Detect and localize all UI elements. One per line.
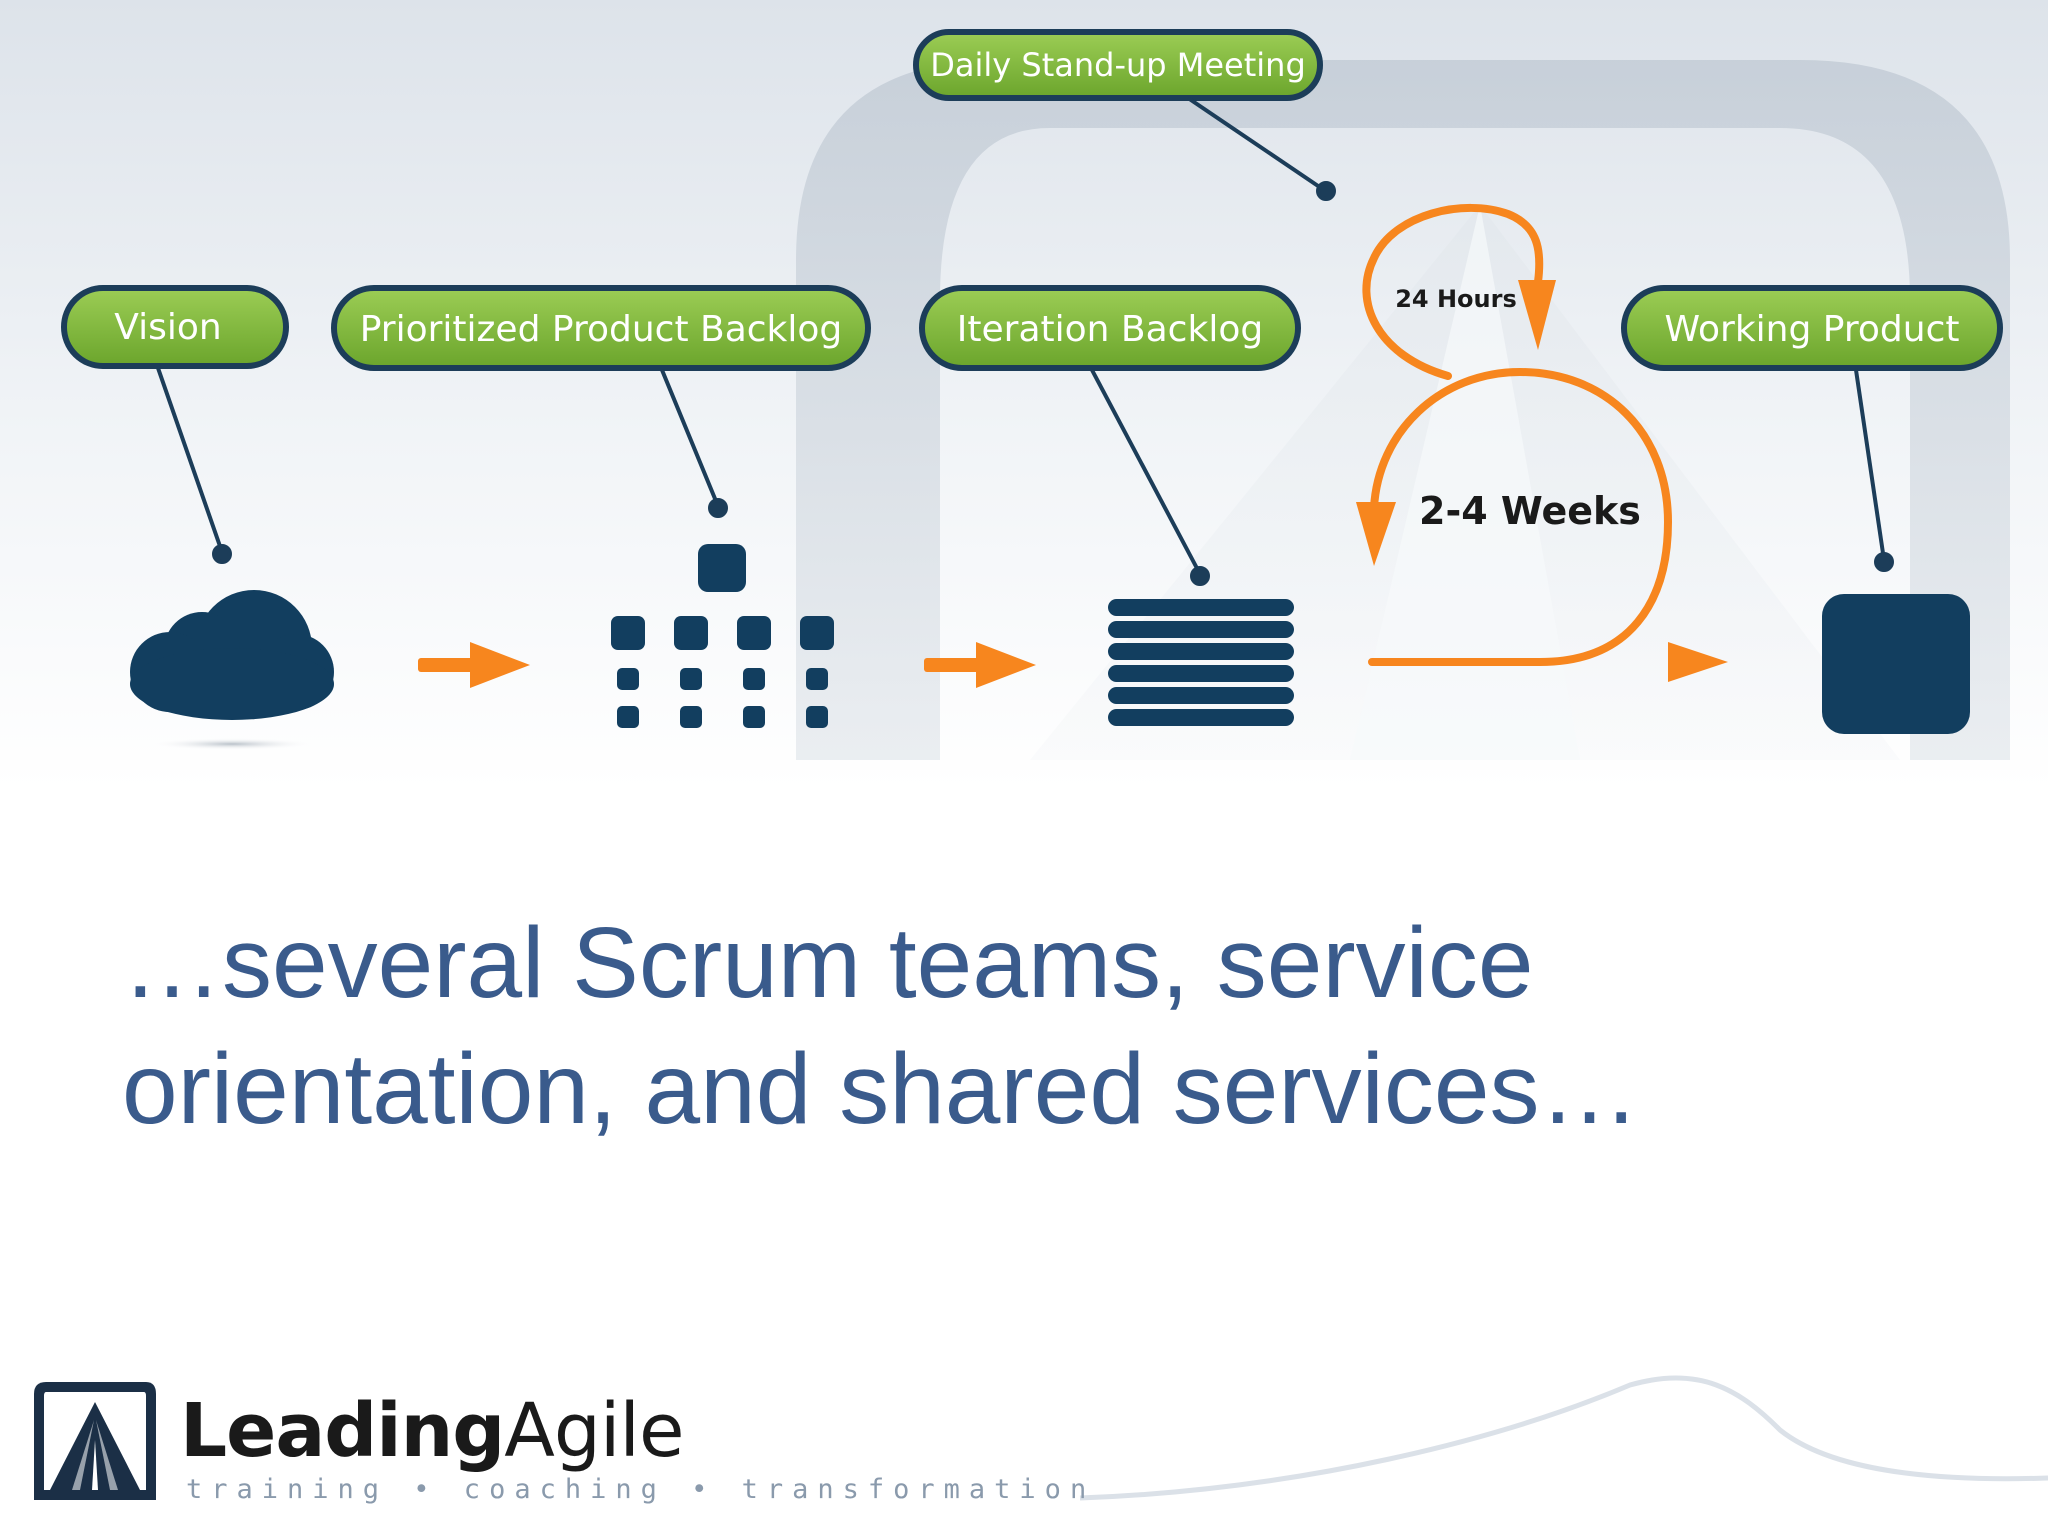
background-arch <box>796 60 2010 760</box>
working-product-callout: Working Product <box>1621 285 2003 371</box>
iteration-backlog-label: Iteration Backlog <box>957 309 1263 350</box>
daily-loop-arrowhead <box>1518 280 1556 350</box>
slide-caption: …several Scrum teams, service orientatio… <box>122 900 1922 1152</box>
leadingagile-wordmark: LeadingAgile <box>180 1388 685 1474</box>
caption-line-2: orientation, and shared services… <box>122 1033 1640 1145</box>
vision-callout: Vision <box>61 285 289 369</box>
iteration-backlog-icon <box>1108 599 1294 726</box>
arrow-backlog-to-iteration <box>924 642 1036 688</box>
iteration-loop-arrowhead <box>1356 502 1396 566</box>
daily-loop-label: 24 Hours <box>1395 285 1517 313</box>
daily-standup-callout: Daily Stand-up Meeting <box>913 29 1323 101</box>
logo-tagline: training • coaching • transformation <box>186 1474 1096 1505</box>
product-backlog-callout: Prioritized Product Backlog <box>331 285 871 371</box>
leadingagile-logo-icon <box>34 1382 156 1500</box>
wordmark-agile: Agile <box>504 1388 684 1474</box>
light-beam-highlight <box>1350 205 1580 760</box>
daily-loop-path <box>1362 203 1544 380</box>
wordmark-leading: Leading <box>180 1388 505 1474</box>
arrow-into-working-product <box>1668 642 1728 682</box>
product-backlog-label: Prioritized Product Backlog <box>360 309 843 350</box>
iteration-loop <box>1362 203 1673 666</box>
working-product-icon <box>1822 594 1970 734</box>
loop-arrowheads <box>1356 280 1728 682</box>
vision-label: Vision <box>114 307 221 348</box>
product-backlog-icon <box>611 544 834 728</box>
working-product-label: Working Product <box>1665 309 1960 350</box>
cloud-icon <box>130 590 334 750</box>
daily-standup-label: Daily Stand-up Meeting <box>930 46 1306 84</box>
callout-leader-lines <box>156 96 1894 586</box>
iteration-loop-label: 2-4 Weeks <box>1419 489 1641 533</box>
iteration-backlog-callout: Iteration Backlog <box>919 285 1301 371</box>
caption-line-1: …several Scrum teams, service <box>122 907 1534 1019</box>
arrow-vision-to-backlog <box>418 642 530 688</box>
iteration-loop-path <box>1368 367 1673 666</box>
decorative-swoosh <box>1079 1375 2048 1501</box>
